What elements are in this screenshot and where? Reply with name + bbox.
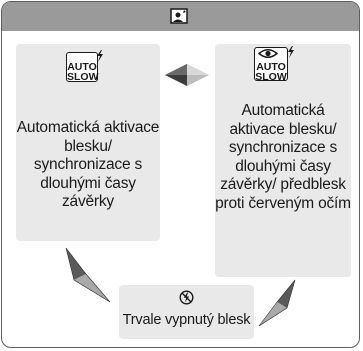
symbol-auto-label: AUTO: [67, 61, 97, 73]
mode-panel-auto-slow-redeye: AUTO SLOW Automatická aktivace blesku/ s…: [215, 44, 351, 277]
diagonal-arrow-left-icon: [65, 247, 111, 303]
mode-panel-flash-off: Trvale vypnutý blesk: [119, 285, 254, 339]
symbol-auto-label: AUTO: [256, 61, 286, 73]
mode-description: Automatická aktivace blesku/ synchroniza…: [215, 102, 351, 212]
portrait-scene-icon: [170, 8, 188, 24]
auto-slow-symbol: AUTO SLOW: [66, 52, 99, 83]
double-arrow-icon: [165, 64, 209, 86]
flash-off-icon: [179, 290, 194, 305]
symbol-slow-label: SLOW: [67, 71, 99, 83]
mode-panel-auto-slow: AUTO SLOW Automatická aktivace blesku/ s…: [16, 44, 160, 241]
header-bar: [2, 2, 359, 31]
symbol-slow-label: SLOW: [255, 71, 287, 83]
diagonal-arrow-right-icon: [258, 279, 296, 327]
flash-bolt-icon: [288, 46, 294, 58]
mode-description: Automatická aktivace blesku/ synchroniza…: [16, 119, 160, 210]
flash-mode-diagram: AUTO SLOW Automatická aktivace blesku/ s…: [1, 1, 360, 348]
red-eye-icon: [258, 49, 278, 58]
flash-bolt-icon: [97, 50, 103, 62]
mode-description: Trvale vypnutý blesk: [122, 312, 251, 328]
